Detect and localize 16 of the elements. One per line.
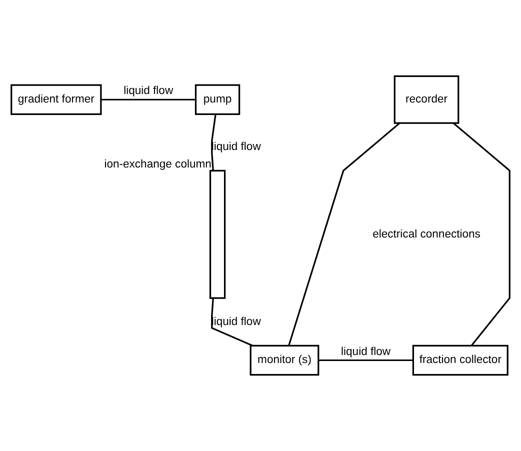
connector: [101, 98, 196, 100]
edge-label: liquid flow: [341, 346, 391, 358]
node-box: monitor (s): [250, 344, 320, 376]
node-box: [209, 170, 226, 299]
label: electrical connections: [372, 228, 480, 240]
edge-label: liquid flow: [124, 85, 174, 98]
connector: [318, 359, 413, 362]
connector: [452, 122, 510, 346]
node-box: recorder: [394, 75, 460, 124]
connector: [211, 114, 216, 170]
node-box: gradient former: [10, 84, 102, 115]
connector: [211, 298, 253, 346]
node-box: fraction collector: [412, 344, 508, 376]
node-label: ion-exchange column: [104, 158, 212, 171]
node-box: pump: [194, 84, 240, 115]
connector: [288, 122, 400, 346]
